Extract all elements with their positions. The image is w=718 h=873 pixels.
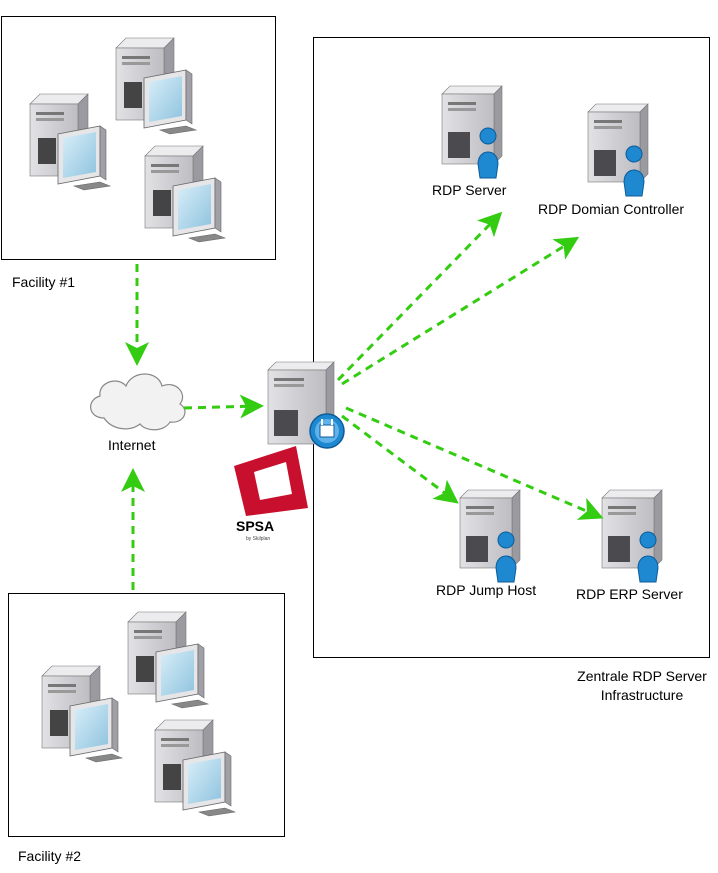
- rdp-jump-host-label: RDP Jump Host: [436, 582, 537, 598]
- workstation-icon: [115, 37, 197, 135]
- cloud-icon: [90, 373, 186, 431]
- facility-2-label: Facility #2: [18, 848, 82, 864]
- workstation-icon: [154, 719, 236, 817]
- gateway-to-erp-server-arrow: [345, 406, 604, 520]
- rdp-jump-host-icon: [459, 489, 521, 583]
- facility-1-box: [1, 16, 276, 260]
- facility-1-label: Facility #1: [12, 274, 76, 290]
- infrastructure-label-line2: Infrastructure: [600, 687, 684, 703]
- svg-text:by Skilplan: by Skilplan: [246, 536, 270, 542]
- rdp-erp-server-label: RDP ERP Server: [576, 586, 683, 602]
- workstation-icon: [127, 611, 209, 709]
- gateway-to-domain-controller-arrow: [341, 236, 580, 386]
- internet-label: Internet: [108, 437, 156, 453]
- rdp-server-icon: [441, 85, 503, 179]
- firewall-gateway-icon: [267, 361, 345, 449]
- rdp-domain-controller-label: RDP Domian Controller: [538, 201, 685, 217]
- rdp-server-label: RDP Server: [432, 182, 507, 198]
- workstation-icon: [144, 145, 226, 243]
- gateway-to-jump-host-arrow: [341, 414, 459, 504]
- rdp-domain-controller-icon: [587, 103, 649, 197]
- internet-to-gateway-arrow: [183, 394, 264, 419]
- infrastructure-label-line1: Zentrale RDP Server: [577, 668, 707, 684]
- svg-text:SPSA: SPSA: [236, 518, 274, 534]
- rdp-infrastructure-box: [313, 37, 710, 658]
- gateway-to-rdp-server-arrow: [336, 211, 503, 382]
- rdp-erp-server-icon: [601, 489, 663, 583]
- spsa-logo: SPSA by Skilplan: [234, 446, 308, 542]
- workstation-icon: [41, 665, 123, 763]
- facility-2-box: [8, 593, 285, 837]
- workstation-icon: [29, 93, 111, 191]
